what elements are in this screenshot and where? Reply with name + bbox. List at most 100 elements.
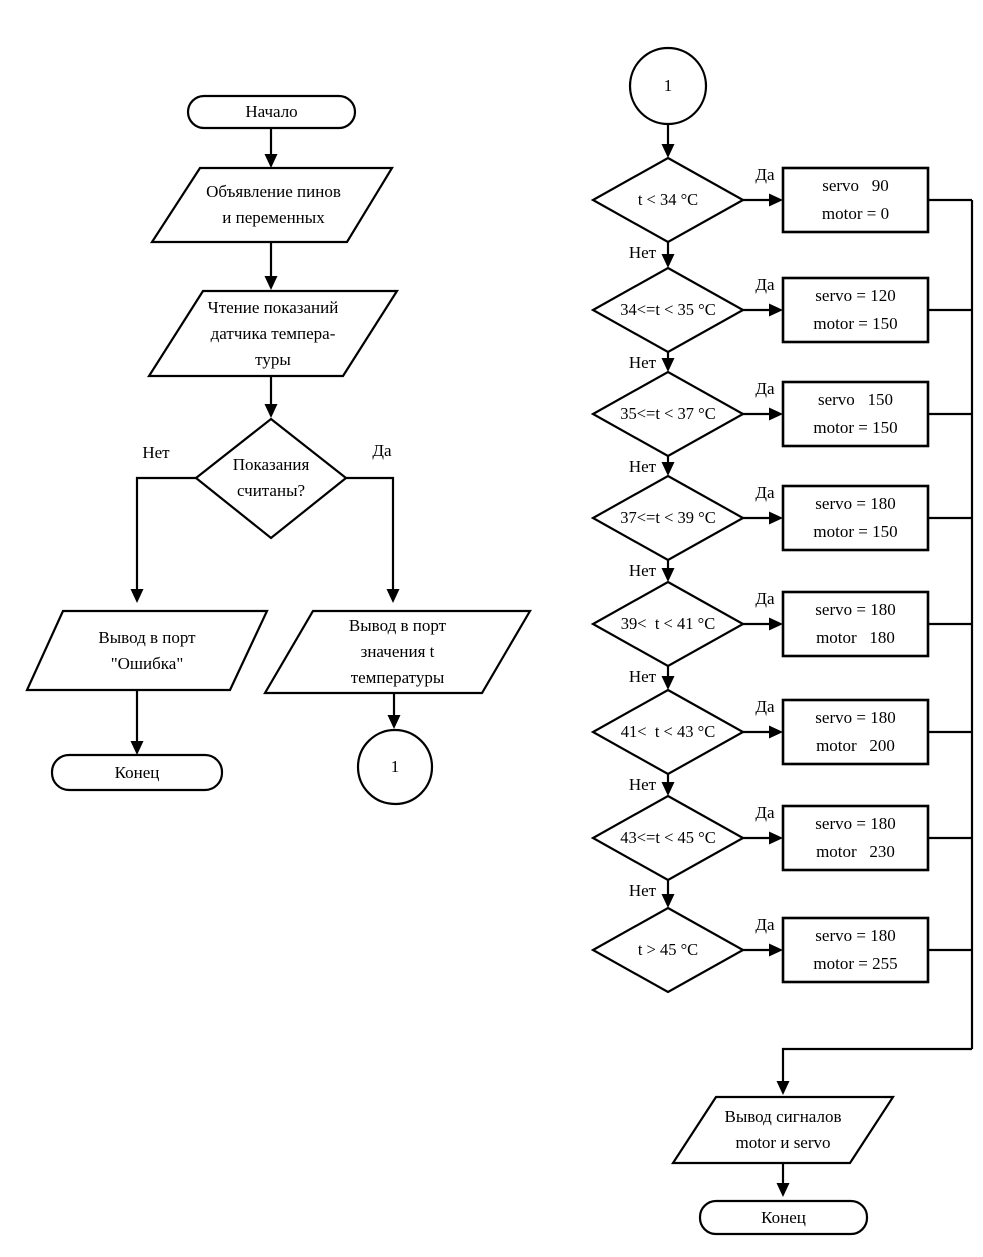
flow-arrowhead xyxy=(264,404,278,418)
yes-label-5: Да xyxy=(755,589,775,608)
condition-diamond-4 xyxy=(590,474,746,562)
no-label-3: Нет xyxy=(628,457,657,476)
connector-label-left: 1 xyxy=(390,757,400,776)
condition-diamond-2 xyxy=(590,266,746,354)
flow-arrowhead xyxy=(264,154,278,168)
action-box-3 xyxy=(781,380,930,448)
flow-arrowhead xyxy=(769,617,783,631)
flow-arrowhead xyxy=(769,831,783,845)
flow-arrowhead xyxy=(661,568,675,582)
action-label-3: servo 150 motor = 150 xyxy=(813,390,898,437)
condition-label-4: 37<=t < 39 °C xyxy=(620,508,716,527)
flow-arrowhead xyxy=(661,144,675,158)
error-output-parallelogram xyxy=(25,609,269,692)
action-label-7: servo = 180 motor 230 xyxy=(815,814,896,861)
action-label-6: servo = 180 motor 200 xyxy=(815,708,896,755)
condition-label-1: t < 34 °C xyxy=(637,190,699,209)
flow-arrowhead xyxy=(769,407,783,421)
readings-decision-diamond xyxy=(194,417,348,540)
flow-arrowhead xyxy=(661,254,675,268)
readings-decision-label: Показания считаны? xyxy=(232,455,310,500)
flow-line-no-branch xyxy=(135,476,196,591)
condition-diamond-3 xyxy=(590,370,746,458)
action-box-2 xyxy=(781,276,930,344)
flow-arrowhead xyxy=(769,943,783,957)
condition-diamond-8 xyxy=(590,906,746,994)
action-box-6 xyxy=(781,698,930,766)
connector-lines xyxy=(135,124,974,1184)
flow-arrowhead xyxy=(661,782,675,796)
read-sensor-parallelogram xyxy=(146,289,400,378)
no-label-2: Нет xyxy=(628,353,657,372)
condition-diamond-5 xyxy=(590,580,746,668)
no-branch-label: Нет xyxy=(142,443,170,462)
yes-label-6: Да xyxy=(755,697,775,716)
connector-circle-top xyxy=(628,46,708,126)
action-label-2: servo = 120 motor = 150 xyxy=(813,286,898,333)
no-label-4: Нет xyxy=(628,561,657,580)
action-label-1: servo 90 motor = 0 xyxy=(821,176,890,223)
flowchart-shapes xyxy=(25,46,930,1236)
action-box-1 xyxy=(781,166,930,234)
flow-arrowhead xyxy=(387,715,401,729)
flow-arrowhead xyxy=(769,511,783,525)
flow-arrowhead xyxy=(661,462,675,476)
flow-arrowhead xyxy=(264,276,278,290)
end-label-right: Конец xyxy=(761,1207,806,1227)
flow-arrowhead xyxy=(769,725,783,739)
no-label-6: Нет xyxy=(628,775,657,794)
flow-arrowhead xyxy=(661,358,675,372)
end-terminator-right xyxy=(698,1199,869,1236)
action-box-4 xyxy=(781,484,930,552)
flow-arrowhead xyxy=(130,589,144,603)
yes-branch-label: Да xyxy=(372,441,392,460)
condition-label-8: t > 45 °C xyxy=(637,940,699,959)
yes-label-7: Да xyxy=(755,803,775,822)
condition-label-6: 41< t < 43 °C xyxy=(620,722,716,741)
start-terminator xyxy=(186,94,357,130)
trunk-corner-line xyxy=(781,1047,972,1082)
yes-label-2: Да xyxy=(755,275,775,294)
no-label-5: Нет xyxy=(628,667,657,686)
signal-output-parallelogram xyxy=(670,1095,896,1165)
condition-diamond-7 xyxy=(590,794,746,882)
connector-circle-left xyxy=(356,728,434,806)
temp-output-label: Вывод в порт значения t температуры xyxy=(348,616,447,687)
flow-arrowhead xyxy=(661,676,675,690)
connector-label-top: 1 xyxy=(663,76,673,95)
yes-label-8: Да xyxy=(755,915,775,934)
action-label-4: servo = 180 motor = 150 xyxy=(813,494,898,541)
flow-line-yes-branch xyxy=(346,476,395,591)
declare-pins-label: Объявление пинов и переменных xyxy=(206,182,341,227)
read-sensor-label: Чтение показаний датчика темпера- туры xyxy=(207,297,339,369)
flow-arrowhead xyxy=(776,1183,790,1197)
end-label-left: Конец xyxy=(114,762,160,782)
temp-output-parallelogram xyxy=(263,609,532,695)
flow-arrowhead xyxy=(769,193,783,207)
yes-label-1: Да xyxy=(755,165,775,184)
no-label-1: Нет xyxy=(628,243,657,262)
condition-label-5: 39< t < 41 °C xyxy=(620,614,716,633)
flow-arrowhead xyxy=(130,741,144,755)
condition-label-7: 43<=t < 45 °C xyxy=(620,828,716,847)
flow-arrowhead xyxy=(386,589,400,603)
flow-arrowhead xyxy=(769,303,783,317)
yes-label-3: Да xyxy=(755,379,775,398)
arrowheads xyxy=(130,144,790,1197)
start-label: Начало xyxy=(245,102,298,121)
action-label-5: servo = 180 motor 180 xyxy=(815,600,896,647)
flow-arrowhead xyxy=(661,894,675,908)
condition-label-3: 35<=t < 37 °C xyxy=(620,404,716,423)
condition-label-2: 34<=t < 35 °C xyxy=(620,300,716,319)
error-output-label: Вывод в порт "Ошибка" xyxy=(98,627,196,673)
signal-output-label: Вывод сигналов motor и servo xyxy=(724,1107,842,1152)
no-label-7: Нет xyxy=(628,881,657,900)
action-box-8 xyxy=(781,916,930,984)
yes-label-4: Да xyxy=(755,483,775,502)
action-label-8: servo = 180 motor = 255 xyxy=(813,926,898,973)
condition-diamond-6 xyxy=(590,688,746,776)
condition-diamond-1 xyxy=(590,156,746,244)
flow-arrowhead xyxy=(776,1081,790,1095)
